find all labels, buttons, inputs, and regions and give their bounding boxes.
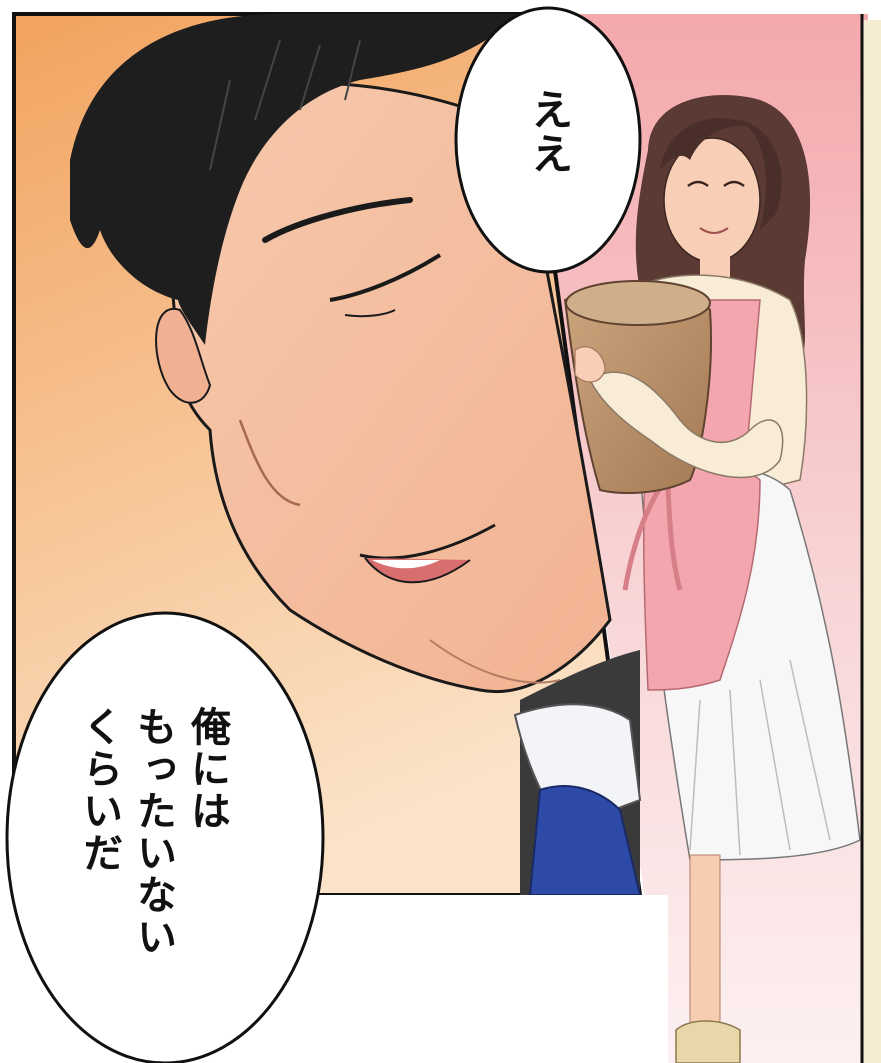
speech-bubble-right bbox=[454, 6, 642, 274]
woman-with-bowl-icon bbox=[563, 95, 861, 1063]
speech-line-2: もったいない bbox=[130, 706, 176, 958]
speech-line-1: 俺には bbox=[184, 706, 230, 832]
speech-text-ee: ええ bbox=[524, 88, 574, 176]
speech-text-oreniwa: 俺には もったいない くらいだ bbox=[72, 706, 234, 1006]
speech-line-3: くらいだ bbox=[76, 706, 122, 874]
speech-bubble-left bbox=[5, 611, 325, 1063]
